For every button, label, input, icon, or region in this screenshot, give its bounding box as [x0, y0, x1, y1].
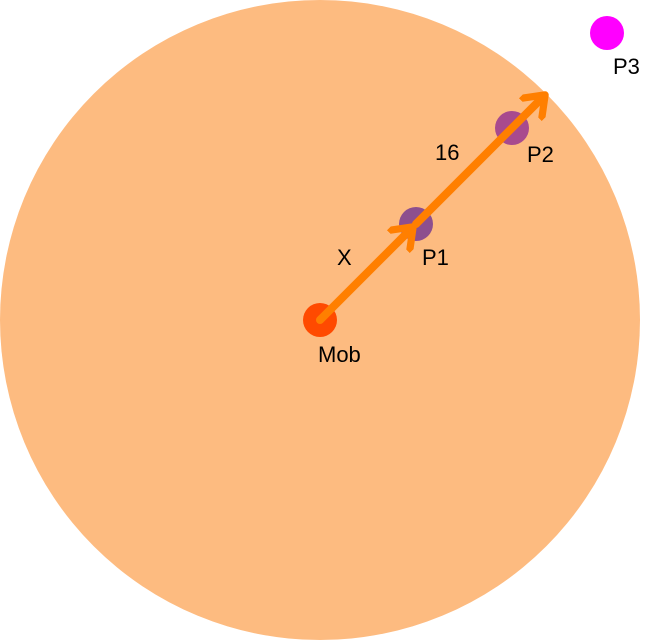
mob-label: Mob: [318, 342, 361, 367]
arrow-p1-to-edge: [412, 96, 544, 228]
x-distance-label: X: [337, 245, 352, 270]
sixteen-distance-label: 16: [435, 140, 459, 165]
p3-label: P3: [613, 54, 640, 79]
p1-label: P1: [422, 245, 449, 270]
arrow-mob-to-p1: [316, 228, 412, 324]
player-p3-dot: [590, 16, 624, 50]
p2-label: P2: [527, 142, 554, 167]
